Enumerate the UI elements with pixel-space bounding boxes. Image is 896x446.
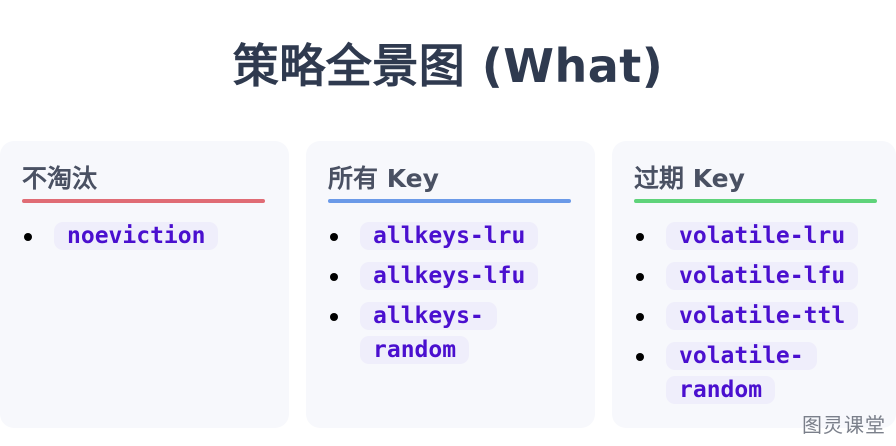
policy-code: noeviction [54, 222, 219, 250]
watermark: 图灵课堂 [802, 413, 886, 437]
policy-code: allkeys-random [360, 302, 497, 364]
list-item: noeviction [22, 219, 267, 253]
card-expiring-keys: 过期 Key volatile-lru volatile-lfu volatil… [612, 141, 896, 428]
policy-code: volatile-lru [666, 222, 859, 250]
policy-code: volatile-lfu [666, 262, 859, 290]
list-item: allkeys-lfu [328, 259, 573, 293]
list-item: volatile-ttl [634, 299, 874, 333]
page-title: 策略全景图 (What) [232, 39, 664, 93]
list-item: volatile-random [634, 339, 874, 407]
policy-code: allkeys-lfu [360, 262, 539, 290]
card-heading-underline [328, 199, 571, 203]
card-heading-underline [634, 199, 877, 203]
card-heading-underline [22, 199, 265, 203]
list-item: volatile-lru [634, 219, 874, 253]
list-item: volatile-lfu [634, 259, 874, 293]
policy-list: volatile-lru volatile-lfu volatile-ttl v… [634, 219, 874, 407]
card-all-keys: 所有 Key allkeys-lru allkeys-lfu allkeys-r… [306, 141, 595, 428]
list-item: allkeys-random [328, 299, 573, 367]
policy-code: allkeys-lru [360, 222, 539, 250]
policy-list: allkeys-lru allkeys-lfu allkeys-random [328, 219, 573, 367]
policy-code: volatile-random [666, 342, 817, 404]
policy-code: volatile-ttl [666, 302, 859, 330]
policy-list: noeviction [22, 219, 267, 253]
list-item: allkeys-lru [328, 219, 573, 253]
card-heading: 过期 Key [634, 164, 745, 193]
card-heading: 所有 Key [328, 164, 439, 193]
card-heading: 不淘汰 [22, 164, 98, 193]
card-no-eviction: 不淘汰 noeviction [0, 141, 289, 428]
